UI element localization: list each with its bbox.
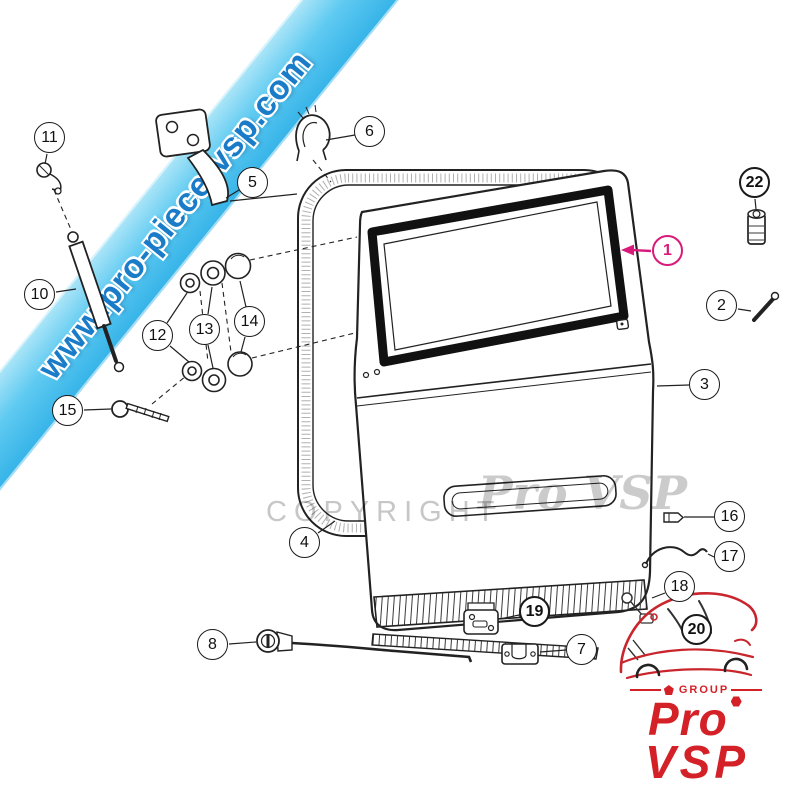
logo-pro-text: Pro <box>648 692 742 746</box>
callout-14: 14 <box>234 306 265 337</box>
assembly-dashed-lines <box>53 159 358 405</box>
washer-set <box>179 252 253 393</box>
hex-nut-icon <box>730 696 742 707</box>
latch-part-19 <box>463 602 499 635</box>
window-seal <box>367 185 629 367</box>
callout-10: 10 <box>24 279 55 310</box>
callout-18: 18 <box>664 571 695 602</box>
callout-12: 12 <box>142 320 173 351</box>
callout-5: 5 <box>237 167 268 198</box>
callout-15: 15 <box>52 395 83 426</box>
callout-8: 8 <box>197 629 228 660</box>
rod-part-17 <box>641 546 708 569</box>
clip-part-6 <box>295 104 331 162</box>
provsp-car-sketch <box>619 592 758 680</box>
ball-stud-part-11 <box>36 162 62 195</box>
lower-trim-strip <box>371 633 599 660</box>
callout-16: 16 <box>714 501 745 532</box>
callout-3: 3 <box>689 369 720 400</box>
gas-strut-part <box>67 231 125 373</box>
callout-19: 19 <box>519 596 550 627</box>
callout-7: 7 <box>566 634 597 665</box>
striker-part-7 <box>501 643 539 665</box>
logo-vsp-text: VSP <box>645 736 750 788</box>
lock-barrel-part-8 <box>256 629 473 663</box>
logo-group-label: GROUP <box>678 684 730 696</box>
callout-6: 6 <box>354 116 385 147</box>
logo-pro-label: Pro <box>648 693 728 745</box>
callout-leader-lines <box>44 134 757 653</box>
callout-2: 2 <box>706 290 737 321</box>
callout-22: 22 <box>739 167 770 198</box>
bolt-part-15 <box>111 400 170 423</box>
hinge-part <box>155 108 229 207</box>
ribbon-line-right <box>731 689 762 691</box>
ribbon-line-left <box>630 689 661 691</box>
callout-11: 11 <box>34 122 65 153</box>
pin-part-2 <box>752 291 780 322</box>
callout-13: 13 <box>189 314 220 345</box>
clip-part-16 <box>663 512 685 523</box>
tailgate-door-panel <box>353 169 655 632</box>
pentagon-icon <box>663 685 674 695</box>
callout-4: 4 <box>289 527 320 558</box>
callout-17: 17 <box>714 541 745 572</box>
callout-20: 20 <box>681 614 712 645</box>
highlight-arrow <box>621 244 652 256</box>
logo-group-ribbon: GROUP <box>630 684 762 696</box>
screw-part-22 <box>747 209 766 245</box>
handle-recess <box>443 475 617 517</box>
callout-1: 1 <box>652 235 683 266</box>
lower-slat-band <box>373 579 648 628</box>
